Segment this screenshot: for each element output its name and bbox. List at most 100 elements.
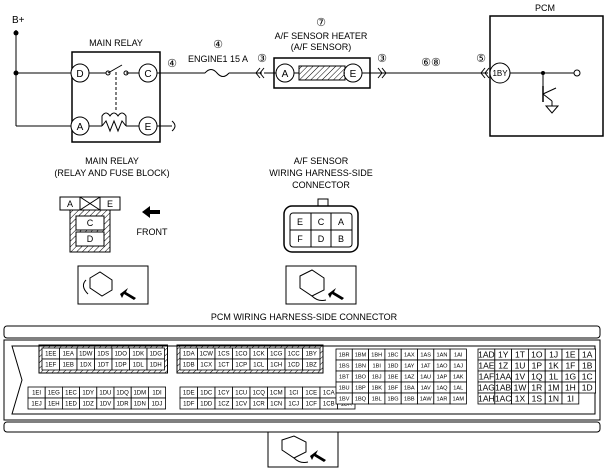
- pin-label: 1F: [565, 361, 575, 371]
- pin-label: 1I: [567, 394, 574, 404]
- pin-label: 1BX: [341, 402, 352, 408]
- pin-label: 1EG: [48, 391, 60, 397]
- pin-label: 1DF: [183, 402, 195, 408]
- pin-label: 1AH: [478, 394, 495, 404]
- pin-label: 1X: [515, 394, 526, 404]
- relay-terminal-c: C: [144, 69, 151, 80]
- pin-label: 1DA: [183, 352, 195, 358]
- relay-caption-line2: (RELAY AND FUSE BLOCK): [54, 168, 169, 178]
- pin-label: 1AM: [452, 397, 464, 403]
- front-arrow-icon: [142, 206, 160, 218]
- pin-label: 1BZ: [306, 363, 317, 369]
- af-sensor-heater: ⑦ A/F SENSOR HEATER (A/F SENSOR) A E: [264, 17, 371, 89]
- pin-label: 1B: [582, 361, 593, 371]
- pin-cell: [561, 392, 580, 405]
- pin-label: 1BM: [355, 353, 367, 359]
- pin-label: 1AF: [479, 372, 495, 382]
- pin-label: 1C: [582, 372, 593, 382]
- pin-label: 1CI: [289, 391, 299, 397]
- pin-label: 1CR: [253, 402, 266, 408]
- pin-label: 1CS: [218, 352, 230, 358]
- pin-label: 1CV: [235, 402, 247, 408]
- main-relay-label: MAIN RELAY: [89, 38, 143, 48]
- relay-to-heater-wire: ④ ④ ENGINE1 15 A ③: [157, 39, 267, 79]
- pin-label: 1CG: [270, 352, 283, 358]
- pin-label: 1CC: [288, 352, 301, 358]
- pin-label: 1CE: [305, 391, 317, 397]
- circle-4-left: ④: [167, 58, 177, 70]
- pin-label: 1DY: [82, 391, 94, 397]
- pin-label: 1AG: [478, 383, 495, 393]
- pin-label: 1EF: [45, 363, 56, 369]
- heater-to-pcm-wire: ③ ⑥⑧ ⑤: [362, 53, 490, 79]
- pin-label: 1AJ: [453, 364, 463, 370]
- pin-label: 1Q: [531, 372, 543, 382]
- pin-label: 1W: [514, 383, 527, 393]
- relay-caption-line1: MAIN RELAY: [85, 156, 139, 166]
- pin-label: 1DI: [152, 391, 162, 397]
- pin-label: 1DD: [200, 402, 213, 408]
- pin-label: 1P: [532, 361, 543, 371]
- pin-label: 1L: [549, 372, 559, 382]
- pin-label: 1Z: [498, 361, 508, 371]
- pin-label: 1CT: [218, 363, 230, 369]
- pin-label: 1BR: [339, 353, 350, 359]
- pin-cell: [578, 381, 596, 394]
- pin-label: 1CX: [200, 363, 212, 369]
- sensor-connector-a: A: [338, 217, 344, 227]
- relay-terminal-e: E: [145, 122, 152, 133]
- pin-label: 1BE: [388, 375, 399, 381]
- pin-label: 1BT: [339, 375, 350, 381]
- pin-label: 1DE: [183, 391, 195, 397]
- pin-label: 1D: [582, 383, 593, 393]
- pin-label: 1DM: [133, 391, 146, 397]
- pin-label: 1EJ: [31, 402, 41, 408]
- pin-label: 1DZ: [83, 402, 95, 408]
- pin-label: 1CB: [323, 402, 335, 408]
- pin-label: 1BY: [306, 352, 317, 358]
- pin-label: 1H: [565, 383, 576, 393]
- pin-label: 1BH: [371, 353, 382, 359]
- pin-label: 1J: [549, 350, 558, 360]
- view-arrow-icon: [310, 450, 326, 462]
- pin-label: 1BB: [404, 397, 415, 403]
- plug-icon: [281, 435, 307, 459]
- pin-label: 1DL: [133, 363, 145, 369]
- pin-label: 1DB: [183, 363, 195, 369]
- pin-cell: [146, 358, 165, 371]
- pcm-label: PCM: [535, 3, 555, 13]
- pin-label: 1EE: [45, 352, 56, 358]
- pin-label: 1AY: [404, 364, 414, 370]
- pin-label: 1CO: [235, 352, 248, 358]
- sensor-caption: A/F SENSOR WIRING HARNESS-SIDE CONNECTOR: [269, 156, 373, 190]
- pin-label: 1M: [548, 383, 560, 393]
- pin-label: 1DQ: [116, 391, 129, 397]
- pcm-connector-title: PCM WIRING HARNESS-SIDE CONNECTOR: [211, 312, 398, 322]
- pin-label: 1EI: [32, 391, 41, 397]
- pin-label: 1CN: [270, 402, 282, 408]
- pin-label: 1CW: [200, 352, 214, 358]
- b-plus-label: B+: [12, 15, 25, 26]
- view-arrow-icon: [328, 288, 344, 300]
- pin-label: 1CQ: [253, 391, 266, 397]
- pin-label: 1CM: [270, 391, 283, 397]
- plug-icon: [299, 269, 325, 297]
- relay-connector-e: E: [107, 199, 113, 209]
- pin-label: 1R: [531, 383, 542, 393]
- pin-label: 1DS: [97, 352, 109, 358]
- pin-label: 1BG: [387, 397, 398, 403]
- pin-label: 1AK: [453, 375, 464, 381]
- pin-label: 1AP: [437, 375, 448, 381]
- heater-label-line1: A/F SENSOR HEATER: [275, 31, 368, 41]
- pin-label: 1T: [515, 350, 525, 360]
- heater-label-line2: (A/F SENSOR): [291, 42, 352, 52]
- pin-label: 1O: [531, 350, 543, 360]
- pin-label: 1EB: [63, 363, 74, 369]
- relay-caption: MAIN RELAY (RELAY AND FUSE BLOCK): [54, 156, 169, 178]
- pin-label: 1BA: [404, 386, 415, 392]
- pin-label: 1AA: [495, 372, 511, 382]
- pin-label: 1DJ: [152, 402, 163, 408]
- pin-label: 1AR: [437, 397, 448, 403]
